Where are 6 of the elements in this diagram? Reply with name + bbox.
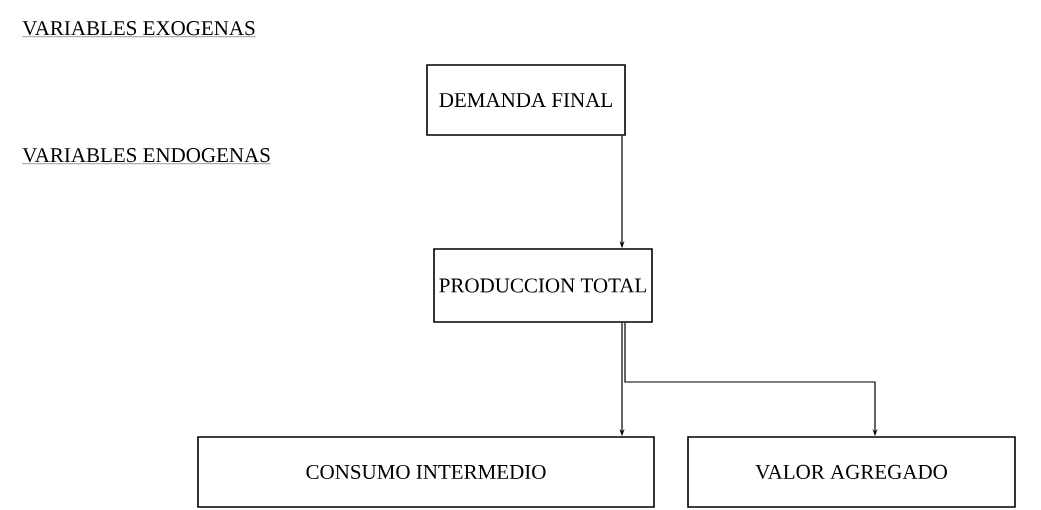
process-box: PRODUCCION TOTAL bbox=[433, 248, 653, 323]
heading: VARIABLES EXOGENAS bbox=[22, 21, 256, 37]
process-box: DEMANDA FINAL bbox=[426, 64, 626, 136]
process-box: CONSUMO INTERMEDIO bbox=[197, 436, 655, 508]
process-box: VALOR AGREGADO bbox=[687, 436, 1016, 508]
heading: VARIABLES ENDOGENAS bbox=[22, 148, 272, 164]
